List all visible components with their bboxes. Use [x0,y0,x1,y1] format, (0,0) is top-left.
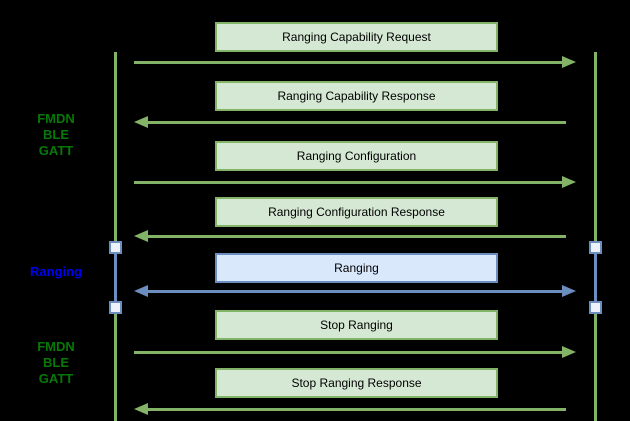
arrowhead-right-icon [562,285,576,297]
phase-label-fmdn-ble-gatt-top: FMDN BLE GATT [0,111,112,159]
message-box-ranging: Ranging [215,253,498,283]
message-box-ranging-configuration: Ranging Configuration [215,141,498,171]
message-box-stop-ranging-response: Stop Ranging Response [215,368,498,398]
arrow-bidirectional-icon [134,285,576,297]
arrowhead-right-icon [562,346,576,358]
activation-segment-left [114,247,117,308]
phase-label-line: GATT [38,371,74,386]
message-box-stop-ranging: Stop Ranging [215,310,498,340]
arrow-line [145,407,566,411]
arrowhead-left-icon [134,403,148,415]
phase-label-fmdn-ble-gatt-bottom: FMDN BLE GATT [0,339,112,387]
activation-marker [109,301,122,314]
phase-label-line: FMDN [37,111,75,126]
arrow-left-icon [134,116,576,128]
phase-label-line: Ranging [30,264,82,279]
arrow-right-icon [134,56,576,68]
arrow-line [134,350,565,354]
phase-label-ranging: Ranging [0,264,112,280]
arrow-line [134,180,565,184]
message-box-ranging-capability-response: Ranging Capability Response [215,81,498,111]
lifeline-right [594,52,597,421]
arrow-line [145,289,565,293]
arrowhead-right-icon [562,56,576,68]
message-box-ranging-configuration-response: Ranging Configuration Response [215,197,498,227]
phase-label-line: FMDN [37,339,75,354]
arrowhead-left-icon [134,230,148,242]
activation-marker [589,301,602,314]
message-box-ranging-capability-request: Ranging Capability Request [215,22,498,52]
arrow-line [145,234,566,238]
activation-marker [109,241,122,254]
arrow-right-icon [134,176,576,188]
arrow-left-icon [134,403,576,415]
phase-label-line: GATT [38,143,74,158]
arrowhead-left-icon [134,285,148,297]
arrow-line [134,60,565,64]
activation-segment-right [594,247,597,308]
lifeline-left [114,52,117,421]
arrow-line [145,120,566,124]
phase-label-line: BLE [43,355,69,370]
arrow-left-icon [134,230,576,242]
phase-label-line: BLE [43,127,69,142]
arrowhead-right-icon [562,176,576,188]
activation-marker [589,241,602,254]
arrowhead-left-icon [134,116,148,128]
arrow-right-icon [134,346,576,358]
